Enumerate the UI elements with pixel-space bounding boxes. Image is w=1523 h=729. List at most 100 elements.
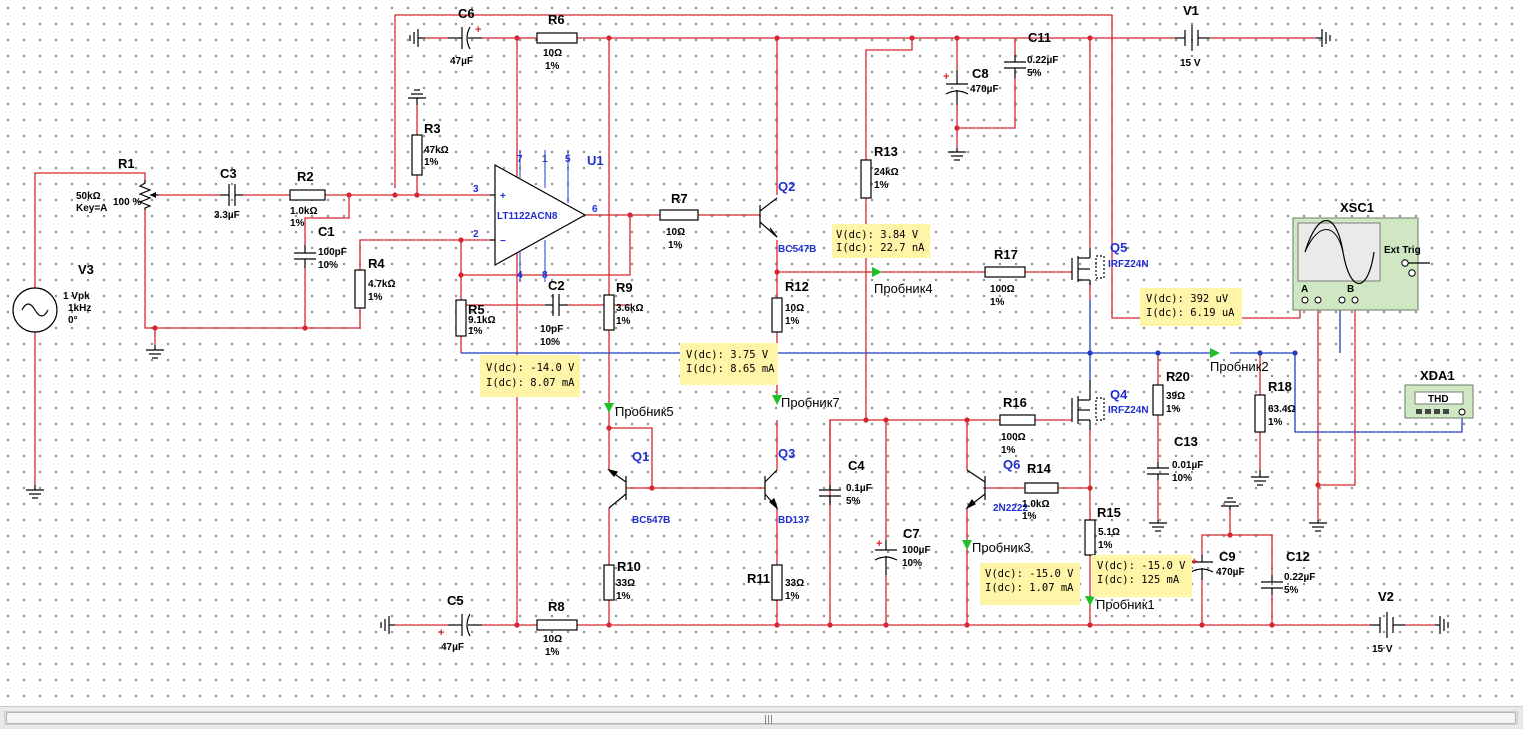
xsc1-ext-trig: Ext Trig (1384, 245, 1421, 256)
c1-value: 100pF (318, 247, 347, 258)
resistor-symbols[interactable] (289, 32, 1266, 631)
c6-value: 47µF (450, 56, 473, 67)
r16-tol: 1% (1001, 445, 1016, 456)
v1-value: 15 V (1180, 58, 1201, 69)
junctions (152, 35, 1321, 628)
ground-icon (380, 616, 395, 634)
r13-ref: R13 (874, 144, 898, 159)
probe3-label: Пробник3 (972, 540, 1031, 555)
r17-tol: 1% (990, 297, 1005, 308)
q2-ref: Q2 (778, 179, 795, 194)
r16-value: 100Ω (1001, 432, 1026, 443)
c9-value: 470µF (1216, 567, 1245, 578)
c2-tol: 10% (540, 337, 560, 348)
r4-value: 4.7kΩ (368, 279, 395, 290)
capacitor-c5-icon (448, 613, 482, 637)
r11-ref: R11 (747, 571, 770, 586)
resistor-r2-icon (289, 189, 326, 201)
r10-value: 33Ω (616, 578, 635, 589)
battery-v2-icon[interactable] (1370, 612, 1405, 638)
r12-tol: 1% (785, 316, 800, 327)
xsc1-channel-a: A (1301, 284, 1308, 295)
r8-ref: R8 (548, 599, 565, 614)
probe1-voltage: V(dc): -15.0 V (1097, 560, 1186, 572)
capacitor-c12-icon (1261, 575, 1283, 595)
c12-value: 0.22µF (1284, 572, 1315, 583)
q1-ref: Q1 (632, 449, 649, 464)
distortion-analyzer-xda1-icon[interactable] (1404, 384, 1474, 419)
oscilloscope-xsc1-icon[interactable] (1292, 217, 1430, 311)
svg-text:−: − (500, 236, 506, 247)
scrollbar-thumb[interactable]: ||| (6, 712, 1516, 725)
r12-value: 10Ω (785, 303, 804, 314)
q4-ref: Q4 (1110, 387, 1128, 402)
probe-arrows[interactable] (604, 267, 1220, 606)
r18-ref: R18 (1268, 379, 1292, 394)
battery-v1-icon[interactable] (1175, 25, 1210, 51)
capacitor-c9-icon (1190, 555, 1214, 580)
r20-tol: 1% (1166, 404, 1181, 415)
resistor-r12-icon (771, 297, 783, 333)
q6-part: 2N2222 (993, 503, 1028, 514)
r9-tol: 1% (616, 316, 631, 327)
v3-ref: V3 (78, 262, 94, 277)
horizontal-scrollbar[interactable]: ||| (0, 706, 1523, 729)
probe1-arrow-icon (1085, 596, 1095, 606)
probe4-voltage: V(dc): 3.84 V (836, 229, 919, 241)
transistor-q3-icon[interactable] (764, 469, 779, 510)
circuit-schematic: +++++ + − (12, 3, 1474, 658)
v3-frequency: 1kHz (68, 303, 91, 314)
r11-tol: 1% (785, 591, 800, 602)
probe4-label: Пробник4 (874, 281, 933, 296)
xsc1-ref: XSC1 (1340, 200, 1374, 215)
scrollbar-grip-icon: ||| (764, 715, 774, 725)
capacitor-c13-icon (1147, 462, 1169, 480)
r4-ref: R4 (368, 256, 385, 271)
probe2-label: Пробник2 (1210, 359, 1269, 374)
probe7-label: Пробник7 (781, 395, 840, 410)
c5-ref: C5 (447, 593, 464, 608)
r3-ref: R3 (424, 121, 441, 136)
probe3-current: I(dc): 1.07 mA (985, 582, 1074, 594)
capacitor-c4-icon (819, 485, 841, 505)
u1-pin-2: 2 (473, 229, 479, 240)
transistor-q6-icon[interactable] (965, 469, 986, 510)
transistor-q2-icon[interactable] (759, 197, 778, 238)
resistor-r17-icon (984, 266, 1026, 278)
r1-ref: R1 (118, 156, 135, 171)
ground-icon (1221, 497, 1239, 510)
v3-phase: 0° (68, 315, 78, 326)
r5-tol: 1% (468, 326, 483, 337)
r10-tol: 1% (616, 591, 631, 602)
mosfet-q4-icon[interactable] (1071, 380, 1105, 430)
u1-pin-8: 8 (542, 270, 548, 281)
probe4-current: I(dc): 22.7 nA (836, 242, 925, 254)
r9-ref: R9 (616, 280, 633, 295)
capacitor-symbols[interactable] (220, 26, 1283, 637)
resistor-r10-icon (603, 564, 615, 601)
v3-amplitude: 1 Vpk (63, 291, 90, 302)
capacitor-c2-icon (545, 294, 568, 316)
ground-icon (1435, 616, 1449, 634)
r14-ref: R14 (1027, 461, 1052, 476)
ground-icon (408, 89, 426, 105)
ac-source-v3-icon[interactable] (12, 287, 58, 333)
r15-tol: 1% (1098, 540, 1113, 551)
probe3-arrow-icon (962, 540, 972, 550)
r5-ref: R5 (468, 302, 485, 317)
ground-icon (409, 29, 425, 47)
ground-icon (948, 148, 966, 161)
q2-part: BC547B (778, 244, 816, 255)
opamp-u1-icon[interactable]: + − (490, 150, 587, 282)
transistor-q1-icon[interactable] (607, 468, 627, 509)
resistor-r5-icon (455, 299, 467, 337)
r8-value: 10Ω (543, 634, 562, 645)
probe-left-voltage: V(dc): -14.0 V (486, 362, 575, 374)
xda1-thd-label: THD (1428, 394, 1449, 405)
svg-text:+: + (876, 538, 882, 550)
probe-left-current: I(dc): 8.07 mA (486, 377, 575, 389)
mosfet-q5-icon[interactable] (1071, 248, 1105, 285)
potentiometer-r1-icon[interactable] (138, 180, 158, 210)
r11-value: 33Ω (785, 578, 804, 589)
capacitor-c11-icon (1004, 55, 1026, 78)
